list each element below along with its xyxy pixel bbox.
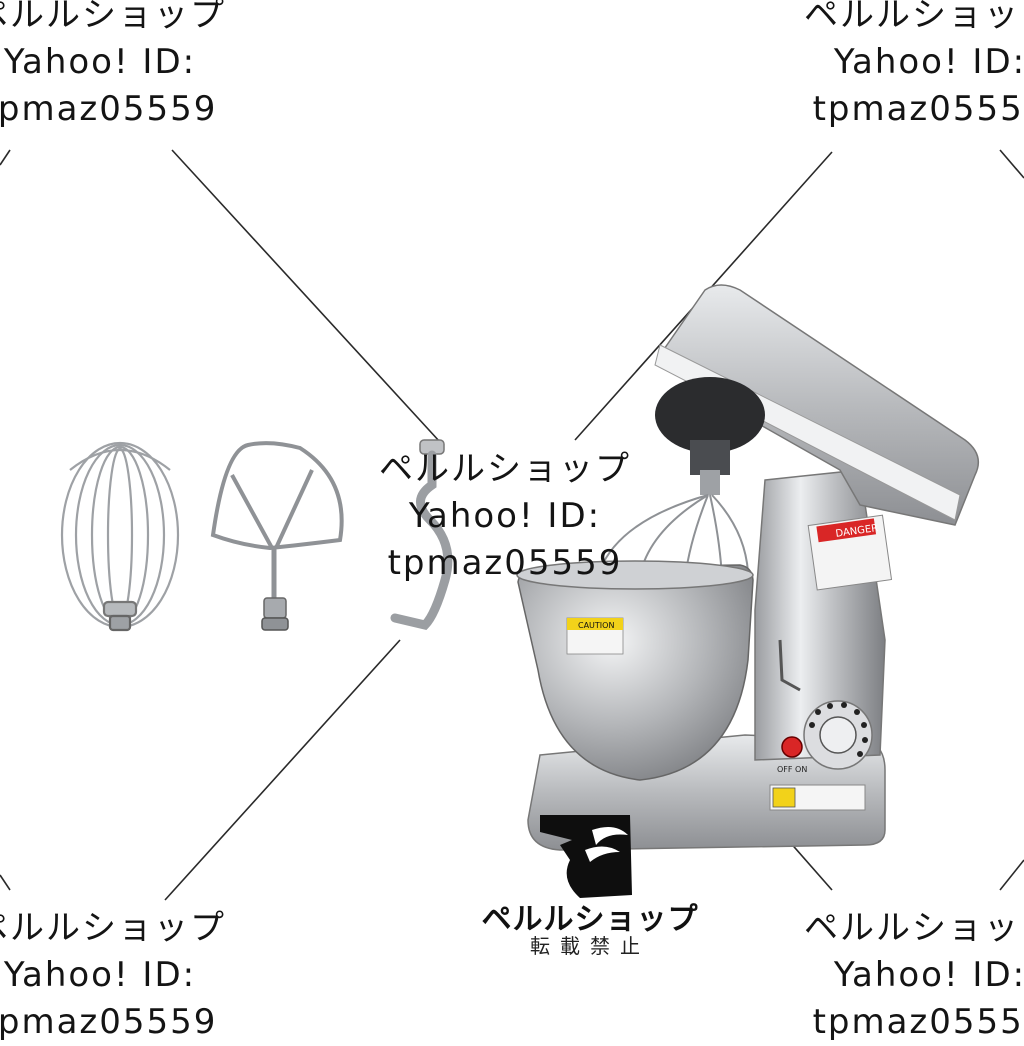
watermark-shop-name: ペルルショップ xyxy=(804,908,1024,948)
watermark-yahoo-label: Yahoo! ID: xyxy=(3,42,197,82)
watermark-id: tpmaz05559 xyxy=(387,543,623,583)
watermark-bottom-left: ペルルショップ Yahoo! ID: tpmaz05559 xyxy=(0,905,260,1046)
watermark-shop-name: ペルルショップ xyxy=(804,0,1024,35)
power-switch-label: OFF ON xyxy=(777,765,807,774)
watermark-id: tpmaz05559 xyxy=(0,1002,218,1042)
shop-logo-graphic xyxy=(540,815,632,898)
watermark-yahoo-label: Yahoo! ID: xyxy=(833,42,1024,82)
caution-label: CAUTION xyxy=(578,621,614,630)
watermark-yahoo-label: Yahoo! ID: xyxy=(408,496,602,536)
watermark-shop-name: ペルルショップ xyxy=(0,908,226,948)
watermark-shop-name: ペルルショップ xyxy=(0,0,226,35)
watermark-bottom-right: ペルルショップ Yahoo! ID: tpmaz05559 xyxy=(770,905,1024,1046)
flat-beater-attachment xyxy=(210,441,344,631)
watermark-id: tpmaz05559 xyxy=(812,89,1024,129)
dough-hook-attachment xyxy=(390,439,453,630)
watermark-id: tpmaz05559 xyxy=(0,89,218,129)
stand-mixer: DANGER OFF ON CAUTION xyxy=(516,284,980,851)
logo-no-reprint-notice: 転載禁止 xyxy=(530,934,650,958)
product-scene: DANGER OFF ON CAUTION xyxy=(0,149,1024,901)
logo-shop-name: ペルルショップ xyxy=(481,902,699,937)
watermark-center: ペルルショップ Yahoo! ID: tpmaz05559 xyxy=(345,446,665,587)
wire-whisk-attachment xyxy=(60,441,180,632)
shop-logo: ペルルショップ 転載禁止 xyxy=(470,812,710,972)
watermark-top-left: ペルルショップ Yahoo! ID: tpmaz05559 xyxy=(0,0,260,133)
watermark-yahoo-label: Yahoo! ID: xyxy=(833,955,1024,995)
watermark-yahoo-label: Yahoo! ID: xyxy=(3,955,197,995)
watermark-id: tpmaz05559 xyxy=(812,1002,1024,1042)
watermark-top-right: ペルルショップ Yahoo! ID: tpmaz05559 xyxy=(770,0,1024,133)
watermark-shop-name: ペルルショップ xyxy=(379,449,631,489)
